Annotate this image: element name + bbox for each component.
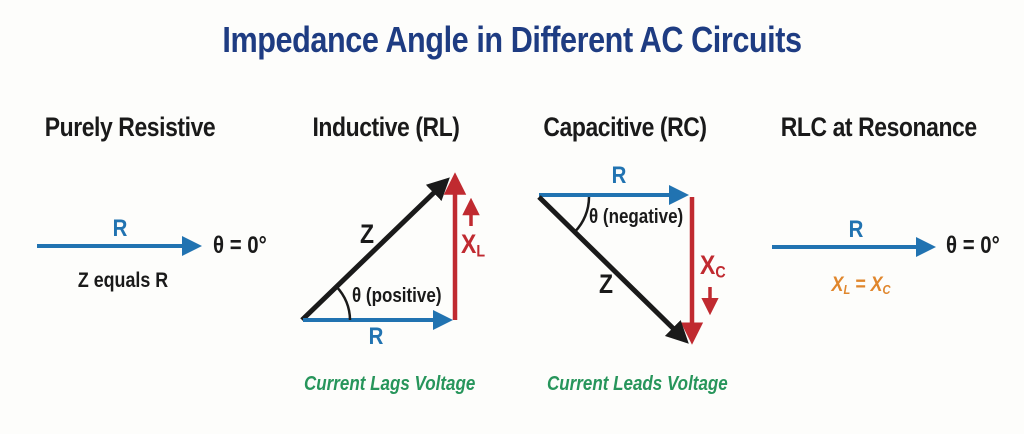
resonance-note-xl-symbol: X — [831, 273, 844, 296]
resonance-note: XL = XC — [814, 273, 908, 297]
panel-heading-rlc-resonance: RLC at Resonance — [780, 112, 977, 142]
panel-heading-purely-resistive: Purely Resistive — [44, 112, 216, 142]
capacitive-angle-note: θ (negative) — [589, 206, 684, 228]
capacitive-r-label: R — [611, 162, 627, 189]
inductive-z-vector-arrow — [300, 177, 450, 322]
resistive-angle-value: θ = 0° — [213, 232, 267, 259]
capacitive-z-label: Z — [598, 269, 614, 299]
resistive-r-label: R — [112, 215, 128, 242]
inductive-caption: Current Lags Voltage — [304, 373, 476, 395]
panel-heading-inductive: Inductive (RL) — [312, 112, 460, 142]
capacitive-caption: Current Leads Voltage — [547, 373, 728, 395]
capacitive-z-vector-arrow — [537, 195, 689, 344]
resonance-note-equals: = — [855, 273, 866, 296]
page-title: Impedance Angle in Different AC Circuits — [222, 19, 802, 60]
capacitive-xc-label: XC — [700, 251, 726, 281]
inductive-xl-subscript: L — [476, 241, 486, 261]
resonance-note-xl-subscript: L — [843, 281, 851, 297]
inductive-angle-arc — [335, 285, 352, 321]
capacitive-xc-subscript: C — [715, 262, 726, 282]
inductive-xl-symbol: X — [461, 229, 477, 259]
resonance-note-xc-subscript: C — [882, 281, 891, 297]
resistive-note: Z equals R — [77, 269, 169, 292]
capacitive-angle-arc — [573, 196, 591, 233]
inductive-angle-note: θ (positive) — [352, 285, 442, 307]
inductive-z-label: Z — [359, 219, 375, 249]
inductive-r-label: R — [368, 323, 384, 350]
resonance-note-xc-symbol: X — [870, 273, 883, 296]
resonance-angle-value: θ = 0° — [946, 232, 1000, 259]
inductive-xl-label: XL — [461, 230, 485, 260]
panel-heading-capacitive: Capacitive (RC) — [543, 112, 707, 142]
capacitive-xc-symbol: X — [700, 250, 716, 280]
resonance-r-label: R — [848, 216, 864, 243]
